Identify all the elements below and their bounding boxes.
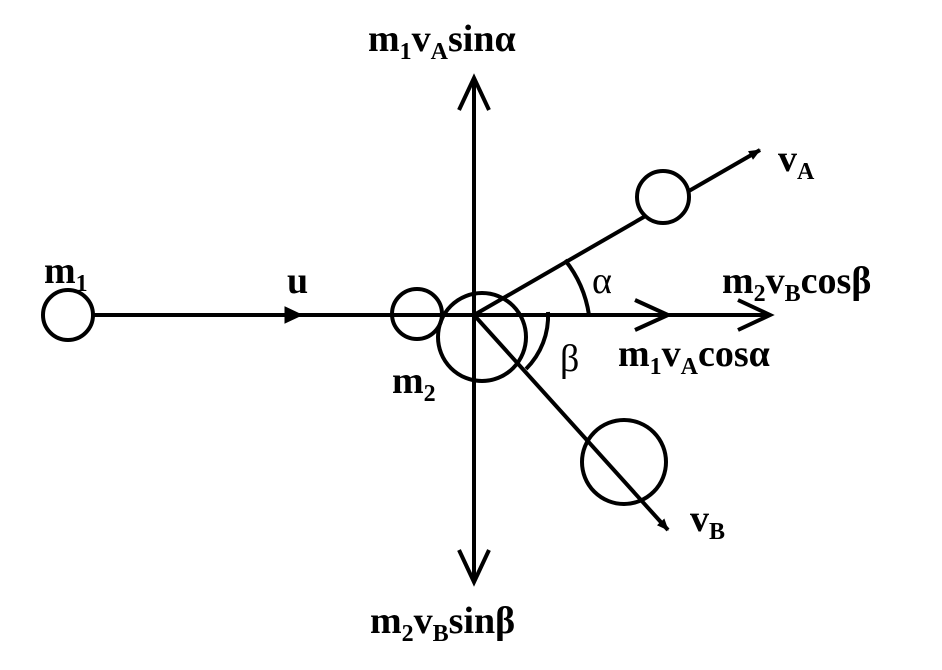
vB-line [472,313,670,532]
m1-label: m1 [44,250,88,297]
alpha-label: α [592,260,612,302]
vA-line [473,148,761,317]
vB-label: vB [690,498,726,545]
m2-circle [436,291,528,383]
down-arrowhead [457,549,491,587]
beta-label: β [560,338,580,380]
vA-label: vA [778,138,815,185]
top-component-label: m1vAsinα [368,18,516,65]
u-label: u [287,260,309,302]
m1vAcos-arrowhead [634,298,673,332]
right-upper-component-label: m2vBcosβ [722,260,872,307]
u-arrow [284,306,304,324]
m2-after-circle [580,418,668,506]
m2-label: m2 [392,360,436,407]
right-lower-component-label: m1vAcosα [618,333,770,380]
m2vBcos-arrowhead [737,298,775,332]
bottom-component-label: m2vBsinβ [370,600,516,647]
m1-after-circle [635,169,691,225]
alpha-arc [563,258,591,316]
up-arrowhead [457,73,491,111]
beta-arc [524,311,551,371]
m1-initial-circle [41,288,95,342]
m1-collision-circle [390,287,444,341]
